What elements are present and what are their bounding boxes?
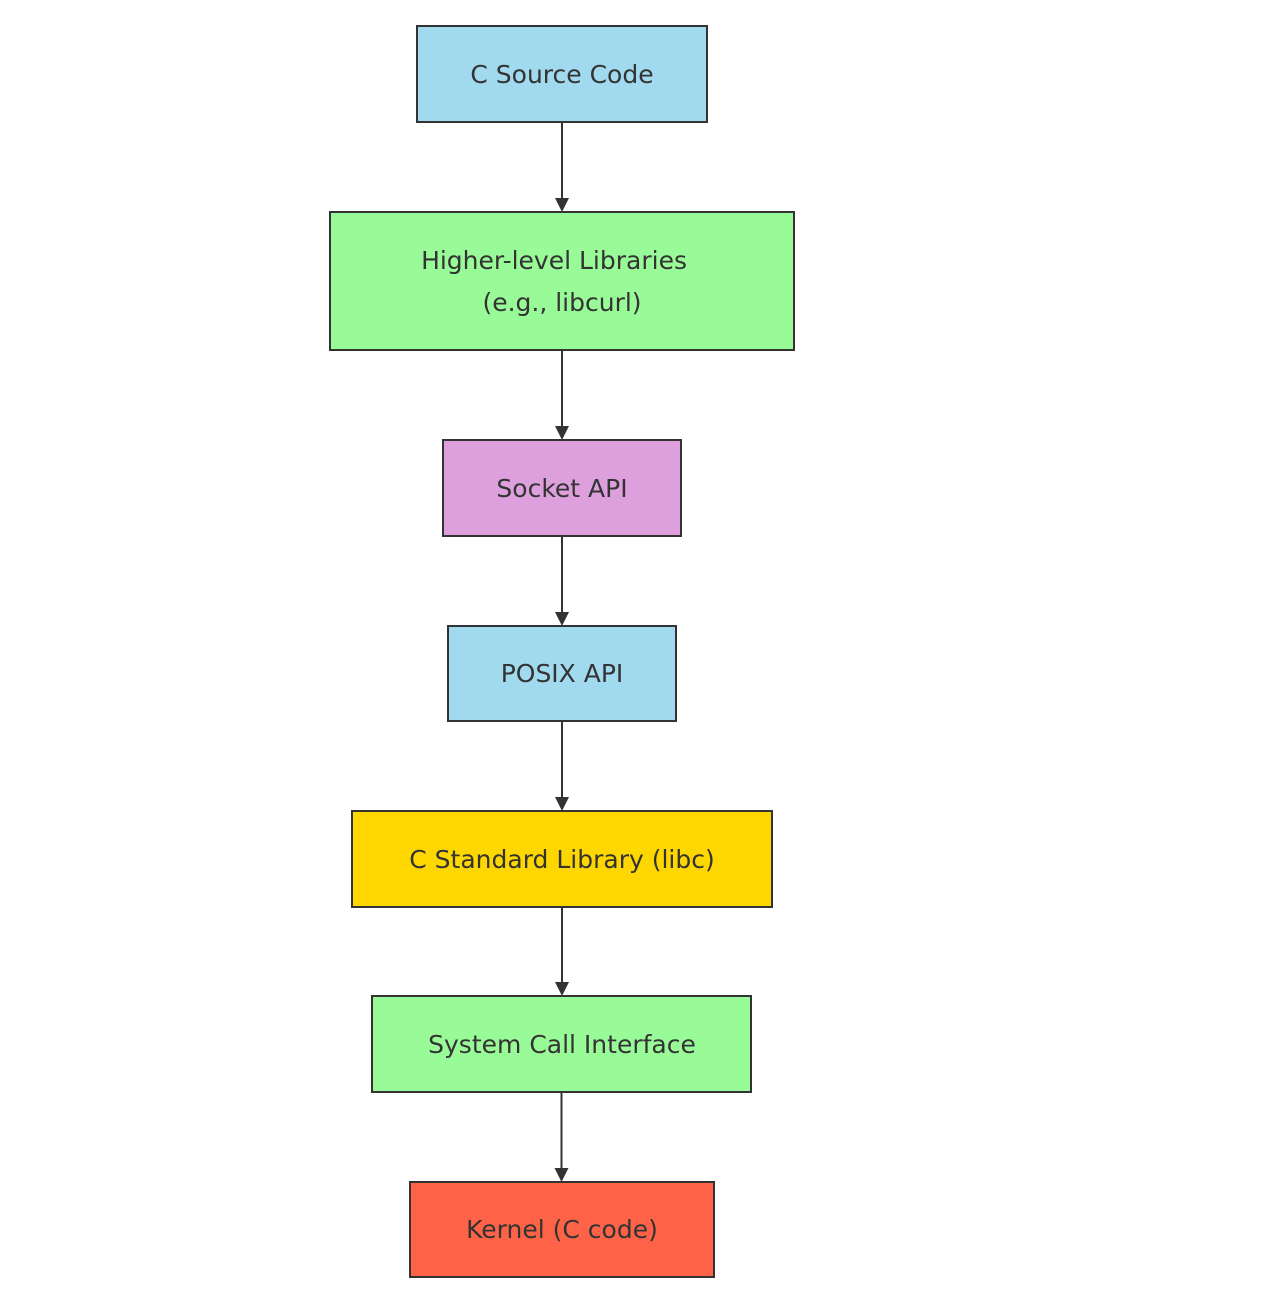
arrowhead: [555, 198, 569, 212]
arrowhead: [555, 797, 569, 811]
arrowhead: [555, 426, 569, 440]
node-socket-api: Socket API: [442, 439, 682, 537]
node-libc-label: C Standard Library (libc): [409, 845, 714, 874]
arrowhead: [555, 612, 569, 626]
node-socket-api-label: Socket API: [496, 474, 627, 503]
node-kernel-label: Kernel (C code): [466, 1215, 658, 1244]
arrowhead: [555, 982, 569, 996]
edge-libc-to-syscall: [555, 907, 569, 996]
node-c-source: C Source Code: [416, 25, 708, 123]
edge-socket_api-to-posix_api: [555, 536, 569, 626]
node-posix-api-label: POSIX API: [501, 659, 624, 688]
edges-layer: [554, 122, 569, 1182]
node-higher-libs: Higher-level Libraries (e.g., libcurl): [329, 211, 795, 351]
node-c-source-label: C Source Code: [470, 60, 653, 89]
edge-syscall-to-kernel: [554, 1092, 569, 1182]
node-higher-libs-label: Higher-level Libraries (e.g., libcurl): [421, 246, 695, 317]
node-syscall: System Call Interface: [371, 995, 752, 1093]
node-libc: C Standard Library (libc): [351, 810, 773, 908]
node-posix-api: POSIX API: [447, 625, 677, 722]
edge-higher_libs-to-socket_api: [555, 350, 569, 440]
node-kernel: Kernel (C code): [409, 1181, 715, 1278]
edge-c_source-to-higher_libs: [555, 122, 569, 212]
edge-posix_api-to-libc: [555, 721, 569, 811]
node-syscall-label: System Call Interface: [428, 1030, 696, 1059]
arrowhead: [554, 1168, 569, 1182]
